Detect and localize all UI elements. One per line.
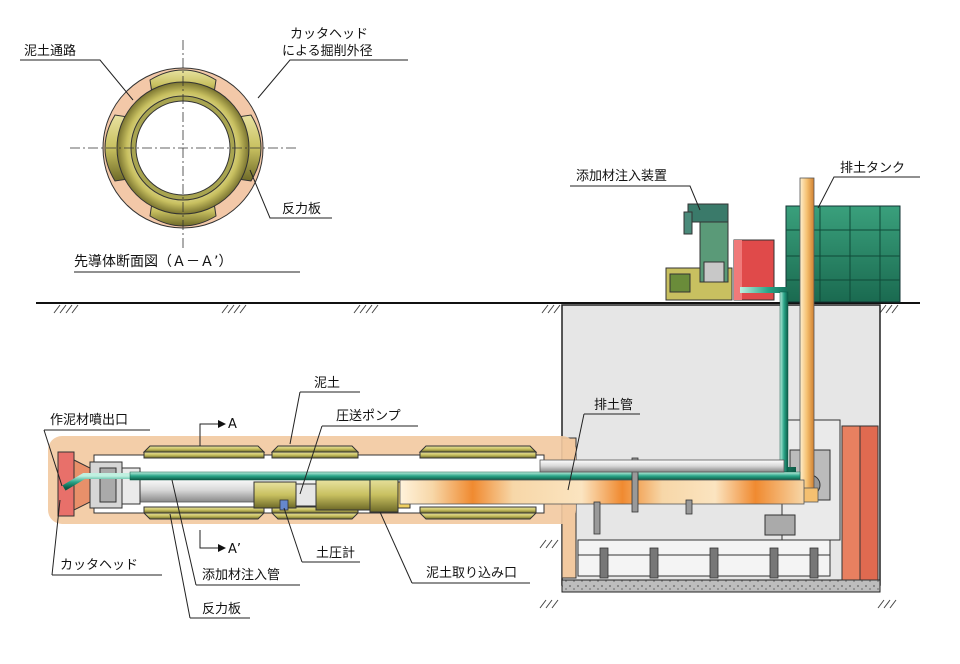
- discharge-pipe-horizontal: [399, 479, 805, 505]
- label-mud-passage: 泥土通路: [24, 43, 76, 59]
- label-additive-pipe: 添加材注入管: [202, 568, 280, 583]
- label-pump: 圧送ポンプ: [336, 409, 401, 424]
- discharge-pipe-vertical: [799, 177, 815, 497]
- label-cutter-head: カッタヘッド: [60, 558, 138, 573]
- label-section-a-prime: A’: [228, 542, 241, 557]
- label-cutter-diameter-1: カッタヘッド: [290, 27, 368, 42]
- label-additive-injector: 添加材注入装置: [576, 169, 667, 184]
- label-cutter-diameter-2: による掘削外径: [282, 44, 373, 59]
- shaft: [561, 304, 881, 593]
- jacking-base: [577, 539, 831, 577]
- label-mud: 泥土: [314, 376, 340, 391]
- pressure-pump: [253, 481, 297, 509]
- label-reaction-plate-section: 反力板: [282, 202, 321, 217]
- tunnel-labels: A A’ 泥土 圧送ポンプ 排土管 作泥材噴出口 カッタヘッド 添加材注入管 土…: [43, 161, 920, 619]
- label-earth-pressure-gauge: 土圧計: [316, 545, 355, 561]
- pressure-gauge: [279, 499, 289, 511]
- label-reaction-plate: 反力板: [202, 602, 241, 617]
- cross-section-figure: 泥土通路 カッタヘッド による掘削外径 反力板 先導体断面図（Ａ－Ａ’）: [20, 27, 408, 273]
- cross-section-title: 先導体断面図（Ａ－Ａ’）: [74, 254, 232, 270]
- reaction-wall-left: [841, 425, 861, 581]
- shaft-floor-gravel: [561, 579, 881, 593]
- label-discharge-tank: 排土タンク: [840, 161, 905, 176]
- label-mud-nozzle: 作泥材噴出口: [50, 413, 128, 428]
- reaction-wall-right: [859, 425, 879, 581]
- additive-injection-pipe: [129, 471, 801, 481]
- label-discharge-pipe: 排土管: [594, 398, 633, 413]
- label-mud-intake: 泥土取り込み口: [426, 566, 517, 581]
- ground: [36, 302, 920, 609]
- additive-injector-unit: [665, 203, 775, 301]
- label-section-a: A: [228, 417, 237, 432]
- tunnel-machine: [48, 436, 805, 535]
- additive-line-vertical: [779, 291, 789, 473]
